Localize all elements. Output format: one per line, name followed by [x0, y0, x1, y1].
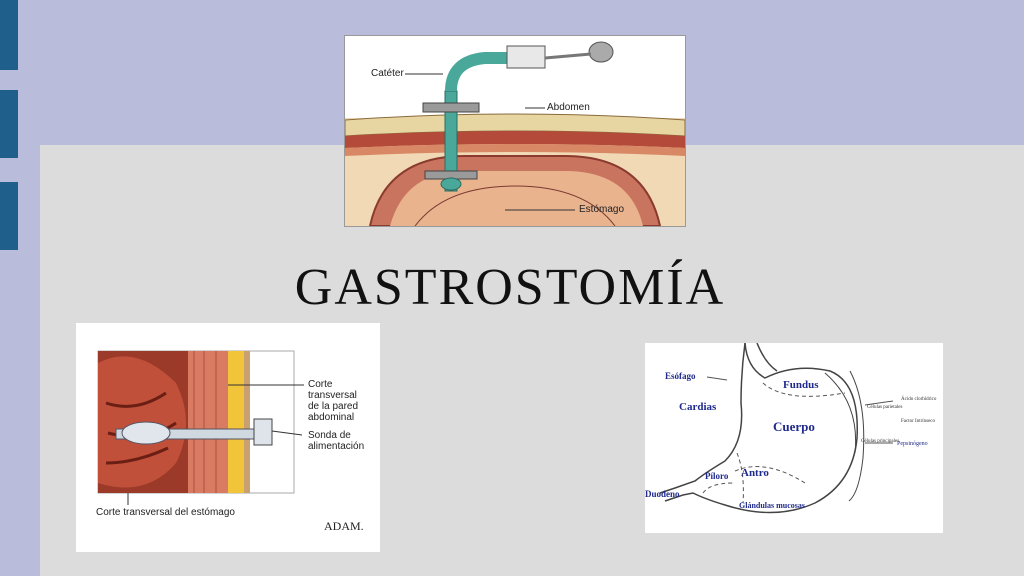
wall-section-label-4: abdominal	[308, 412, 355, 423]
fundus-label: Fundus	[783, 379, 819, 391]
left-diagram-illustration	[97, 350, 304, 505]
mucous-glands-label: Glándulas mucosas	[739, 501, 806, 510]
stomach-section-label: Corte transversal del estómago	[96, 507, 235, 518]
body-label: Cuerpo	[773, 419, 815, 434]
accent-bar-3	[0, 182, 18, 250]
tube-label-2: alimentación	[308, 441, 365, 452]
wall-section-label-1: Corte	[308, 379, 333, 390]
adam-logo: ADAM.	[324, 519, 364, 533]
parietal-cells-label: Células parietales	[867, 405, 903, 410]
antrum-label: Antro	[741, 467, 769, 479]
right-diagram-illustration	[659, 343, 894, 514]
abdomen-label: Abdomen	[547, 102, 590, 113]
top-diagram-illustration	[345, 41, 685, 226]
accent-bar-2	[0, 90, 18, 158]
slide-title: GASTROSTOMÍA	[294, 259, 726, 316]
top-gastrostomy-diagram: Catéter Abdomen Estómago	[344, 35, 686, 227]
hcl-label: Ácido clorhídrico	[901, 397, 937, 402]
wall-section-label-2: transversal	[308, 390, 357, 401]
pepsinogen-label: Pepsinógeno	[897, 441, 928, 447]
wall-section-label-3: de la pared	[308, 401, 359, 412]
right-stomach-anatomy-diagram: Esófago Fundus Cardias Cuerpo Antro Pílo…	[645, 343, 943, 533]
left-feeding-tube-diagram: Corte transversal de la pared abdominal …	[76, 323, 380, 552]
stomach-label: Estómago	[579, 204, 625, 215]
cardia-label: Cardias	[679, 401, 717, 413]
duodenum-label: Duodeno	[645, 489, 680, 499]
principal-cells-label: Células principales	[861, 439, 900, 444]
pylorus-label: Píloro	[705, 471, 729, 481]
esophagus-label: Esófago	[665, 371, 696, 381]
intrinsic-factor-label: Factor Intrínseco	[901, 419, 936, 424]
accent-bar-1	[0, 0, 18, 70]
catheter-label: Catéter	[371, 68, 404, 79]
tube-label-1: Sonda de	[308, 430, 351, 441]
